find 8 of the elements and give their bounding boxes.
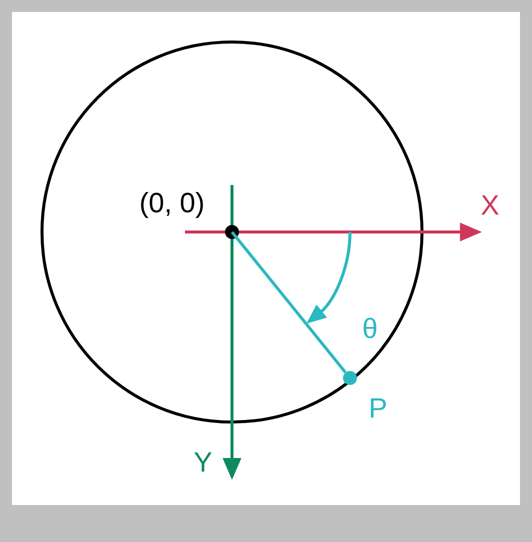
point (343, 371, 357, 385)
line-segment (230, 231, 347, 374)
point (225, 225, 239, 239)
axis-label: θ (364, 318, 376, 338)
axis-label: X (481, 195, 499, 215)
point-label: (0, 0) (141, 192, 203, 218)
axis-label: Y (194, 452, 212, 472)
point-label: P (370, 398, 386, 418)
